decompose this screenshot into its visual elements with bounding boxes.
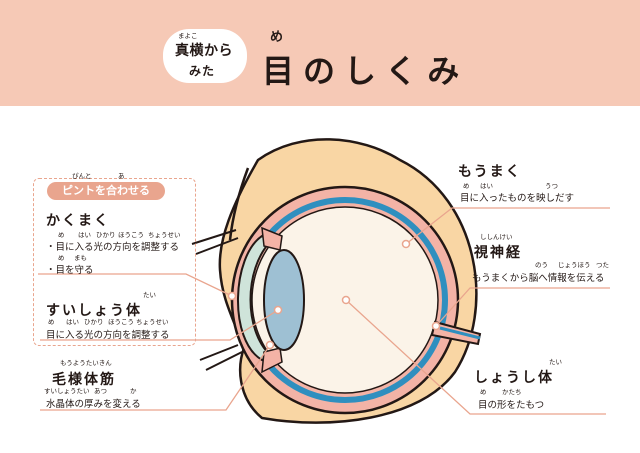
dot-vitreous [341, 295, 351, 305]
leader-ciliary [40, 344, 271, 411]
focus-tag-ruby-1: ぴんと [72, 172, 92, 180]
dot-cornea [227, 291, 237, 301]
cornea-desc1-ruby-3: ひかり [96, 231, 116, 239]
view-badge: 真横から みた [163, 29, 247, 83]
leader-vitreous [345, 299, 606, 415]
lower-lash [199, 344, 243, 371]
title-ruby: め [270, 30, 284, 45]
leader-cornea [38, 273, 233, 297]
cornea-desc1-ruby-1: め [58, 231, 65, 239]
optic-title-ruby: ししんけい [480, 233, 513, 241]
cornea-desc1-ruby-2: はい [78, 231, 91, 239]
page-title: 目のしくみ [262, 52, 469, 90]
focus-tag-ruby-2: あ [118, 172, 125, 180]
upper-lash [191, 229, 239, 255]
lens-title-ruby: たい [143, 291, 156, 299]
lens-desc: 目に入る光の方向を調整する [46, 330, 170, 341]
vitreous-desc-ruby-2: かたち [502, 388, 522, 396]
lens-desc-ruby-2: はい [66, 318, 79, 326]
vitreous-desc-ruby-1: め [480, 388, 487, 396]
cornea-desc2-ruby-1: め [58, 254, 65, 262]
leader-retina [405, 207, 610, 245]
optic-nerve-line [439, 326, 481, 340]
cornea-title: かくまく [46, 213, 110, 229]
lens-desc-ruby-1: め [48, 318, 55, 326]
cornea-desc1-ruby-5: ちょうせい [148, 231, 181, 239]
ciliary-title-ruby: もうようたいきん [60, 359, 112, 367]
leader-optic [435, 287, 610, 327]
ciliary-desc-ruby-3: か [130, 387, 137, 395]
retina-desc-ruby-1: め [463, 182, 470, 190]
optic-nerve-title: 視神経 [474, 245, 522, 261]
cornea-desc2-ruby-2: まも [74, 254, 87, 262]
leader-lens [40, 309, 279, 341]
retina-desc-ruby-3: うつ [545, 182, 558, 190]
ciliary-title: 毛様体筋 [52, 372, 116, 388]
optic-desc-ruby-2: じょうほう [558, 261, 591, 269]
ciliary-desc-ruby-2: あつ [94, 387, 107, 395]
upper-lid [228, 167, 250, 241]
optic-desc-ruby-1: のう [535, 261, 548, 269]
dot-lens [273, 305, 283, 315]
dot-optic [431, 321, 441, 331]
retina-title: もうまく [458, 164, 522, 180]
vitreous-title: しょうし体 [474, 370, 554, 386]
optic-nerve-desc: もうまくから脳へ情報を伝える [472, 273, 605, 284]
dot-ciliary [265, 340, 275, 350]
cornea-desc-2: ・目を守る [46, 265, 94, 276]
badge-line-1: 真横から [175, 43, 233, 59]
focus-group-box [33, 178, 196, 346]
badge-ruby: まよこ [178, 32, 198, 40]
optic-desc-ruby-3: つた [596, 261, 609, 269]
vitreous-desc: 目の形をたもつ [478, 400, 545, 411]
ciliary-desc: 水晶体の厚みを変える [46, 399, 141, 410]
cornea-desc1-ruby-4: ほうこう [118, 231, 144, 239]
cornea-desc-1: ・目に入る光の方向を調整する [46, 242, 180, 253]
dot-retina [401, 239, 411, 249]
header-banner [0, 0, 640, 106]
vitreous-title-ruby: たい [549, 358, 562, 366]
lens-desc-ruby-5: ちょうせい [136, 318, 169, 326]
lens-desc-ruby-3: ひかり [84, 318, 104, 326]
retina-desc-ruby-2: はい [480, 182, 493, 190]
badge-line-2: みた [189, 64, 216, 78]
focus-group-tag: ピントを合わせる [47, 182, 165, 200]
lens-title: すいしょう体 [46, 303, 142, 319]
ciliary-desc-ruby-1: すいしょうたい [44, 387, 90, 395]
retina-desc: 目に入ったものを映しだす [460, 193, 575, 204]
lens-desc-ruby-4: ほうこう [108, 318, 134, 326]
lens [263, 249, 305, 351]
